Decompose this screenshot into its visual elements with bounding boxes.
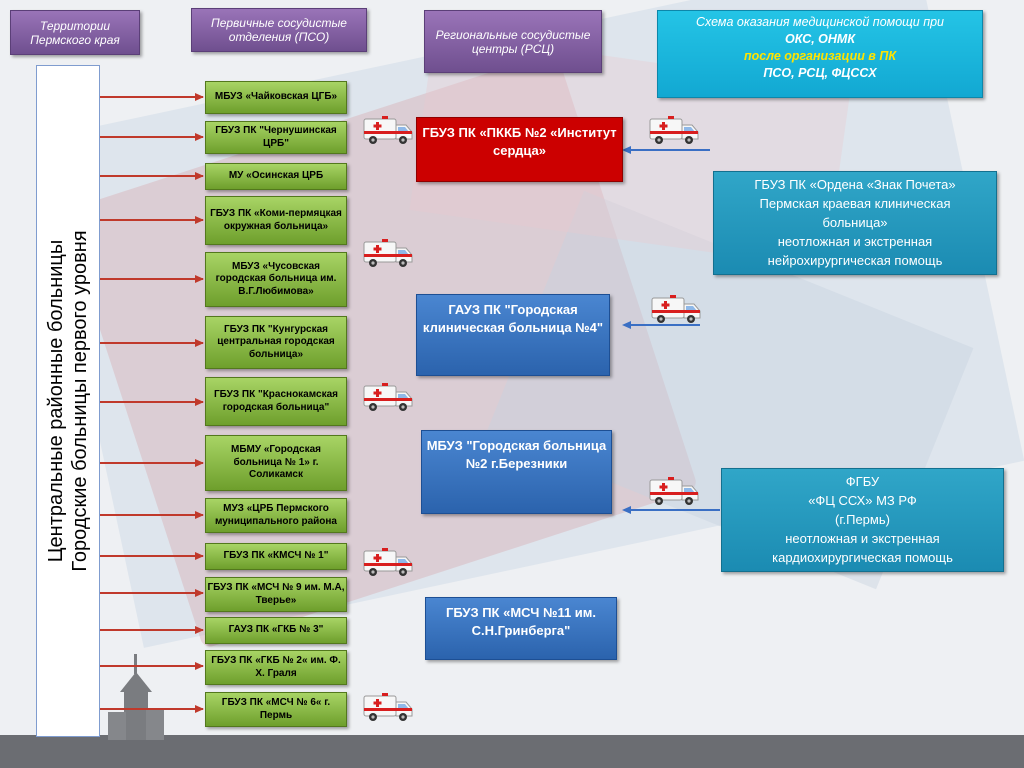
scheme-title: Схема оказания медицинской помощи при ОК… xyxy=(657,10,983,98)
cardio-line-2: «ФЦ ССХ» МЗ РФ xyxy=(808,493,917,508)
pso-box-11: ГБУЗ ПК «МСЧ № 9 им. М.А, Тверье» xyxy=(205,577,347,612)
cardio-line-1: ФГБУ xyxy=(845,474,880,489)
pso-box-3: МУ «Осинская ЦРБ xyxy=(205,163,347,190)
cardio-line-5: кардиохирургическая помощь xyxy=(772,550,953,565)
pso-box-9: МУЗ «ЦРБ Пермского муниципального района xyxy=(205,498,347,533)
ambulance-icon xyxy=(363,239,413,267)
ambulance-icon xyxy=(363,548,413,576)
federal-neuro-box: ГБУЗ ПК «Ордена «Знак Почета» Пермская к… xyxy=(713,171,997,275)
ambulance-icon xyxy=(363,383,413,411)
neuro-line-2: Пермская краевая клиническая xyxy=(759,196,951,211)
pso-box-8: МБМУ «Городская больница № 1» г. Соликам… xyxy=(205,435,347,491)
neuro-line-5: нейрохирургическая помощь xyxy=(767,253,943,268)
header-pso: Первичные сосудистые отделения (ПСО) xyxy=(191,8,367,52)
scheme-line-2: ОКС, ОНМК xyxy=(784,32,856,46)
federal-cardio-box: ФГБУ «ФЦ ССХ» МЗ РФ (г.Пермь) неотложная… xyxy=(721,468,1004,572)
pso-box-13: ГБУЗ ПК «ГКБ № 2« им. Ф. Х. Граля xyxy=(205,650,347,685)
neuro-line-4: неотложная и экстренная xyxy=(777,234,933,249)
pso-box-2: ГБУЗ ПК "Чернушинская ЦРБ" xyxy=(205,121,347,154)
scheme-line-4: ПСО, РСЦ, ФЦССХ xyxy=(763,66,877,80)
pso-box-12: ГАУЗ ПК «ГКБ № 3" xyxy=(205,617,347,644)
neuro-line-3: больница» xyxy=(822,215,888,230)
tower-icon xyxy=(108,654,164,740)
blue-arrows xyxy=(622,146,720,514)
pso-box-10: ГБУЗ ПК «КМСЧ № 1" xyxy=(205,543,347,570)
cardio-line-3: (г.Пермь) xyxy=(835,512,890,527)
pso-box-4: ГБУЗ ПК «Коми-пермяцкая окружная больниц… xyxy=(205,196,347,245)
red-arrows xyxy=(100,93,204,713)
pso-box-6: ГБУЗ ПК "Кунгурская центральная городска… xyxy=(205,316,347,369)
left-bar: Центральные районные больницы Городские … xyxy=(36,65,100,737)
ambulance-icon xyxy=(649,116,699,144)
ambulance-icon xyxy=(363,693,413,721)
scheme-line-3: после организации в ПК xyxy=(743,49,897,63)
cardio-line-4: неотложная и экстренная xyxy=(785,531,940,546)
ambulance-icon xyxy=(363,116,413,144)
pso-box-5: МБУЗ «Чусовская городская больница им. В… xyxy=(205,252,347,307)
pso-box-14: ГБУЗ ПК «МСЧ № 6« г. Пермь xyxy=(205,692,347,727)
neuro-line-1: ГБУЗ ПК «Ордена «Знак Почета» xyxy=(754,177,956,192)
header-rsc: Региональные сосудистые центры (РСЦ) xyxy=(424,10,602,73)
ambulance-icon xyxy=(651,295,701,323)
rsc-box-1: ГБУЗ ПК «ПККБ №2 «Институт сердца» xyxy=(416,117,623,182)
rsc-box-2: ГАУЗ ПК "Городская клиническая больница … xyxy=(416,294,610,376)
rsc-box-4: ГБУЗ ПК «МСЧ №11 им. С.Н.Гринберга" xyxy=(425,597,617,660)
rsc-box-3: МБУЗ "Городская больница №2 г.Березники xyxy=(421,430,612,514)
header-territories: Территории Пермского края xyxy=(10,10,140,55)
scheme-line-1: Схема оказания медицинской помощи при xyxy=(695,15,945,29)
ground-strip xyxy=(0,735,1024,768)
pso-box-1: МБУЗ «Чайковская ЦГБ» xyxy=(205,81,347,114)
pso-box-7: ГБУЗ ПК "Краснокамская городская больниц… xyxy=(205,377,347,426)
ambulance-icon xyxy=(649,477,699,505)
